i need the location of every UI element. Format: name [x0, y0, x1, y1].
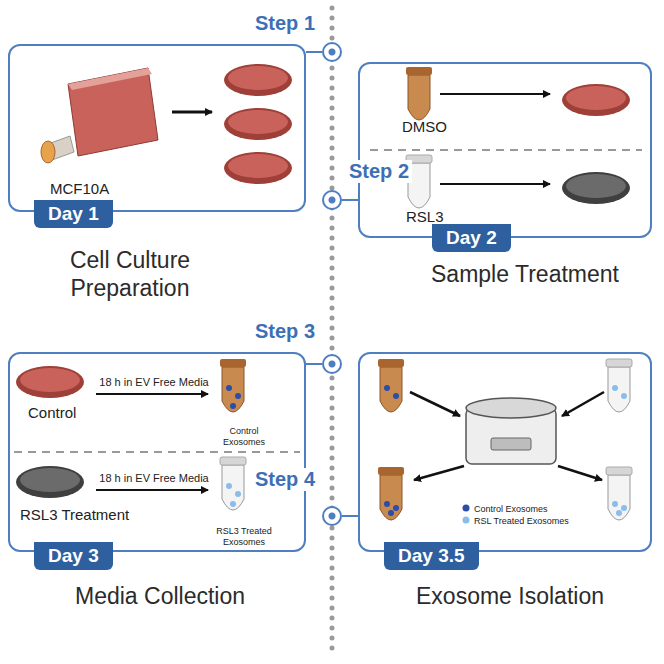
day-tab: Day 3.5 [384, 542, 479, 570]
stage-panel: Control ExosomesRSL Treated ExosomesDay … [358, 352, 652, 552]
day-tab: Day 2 [432, 224, 511, 252]
stage-panel: MCF10ADay 1Cell Culture Preparation [8, 44, 306, 212]
legend-text: Control Exosomes [474, 504, 548, 515]
dish-label: RSL3 Treatment [20, 506, 129, 523]
tube-label: RSL3 Treated Exosomes [210, 526, 278, 548]
day-tab: Day 3 [34, 542, 113, 570]
step-label: Step 1 [252, 12, 318, 35]
step-label: Step 2 [346, 160, 412, 183]
step-marker: Step 3 [322, 354, 342, 374]
stage-panel: Control18 h in EV Free MediaControl Exos… [8, 352, 306, 552]
tube-label: RSL3 [406, 208, 444, 225]
tube-label: Control Exosomes [214, 426, 274, 448]
tube-label: DMSO [402, 118, 447, 135]
step-connector [306, 363, 322, 365]
stage-panel: DMSORSL3Day 2Sample Treatment [358, 62, 652, 238]
dish-label: Control [28, 404, 76, 421]
step-marker: Step 1 [322, 42, 342, 62]
arrow-label: 18 h in EV Free Media [96, 472, 212, 485]
arrow-label: 18 h in EV Free Media [96, 376, 212, 389]
step-connector [342, 515, 358, 517]
step-caption: Cell Culture Preparation [40, 246, 220, 302]
day-tab: Day 1 [34, 200, 113, 228]
legend-text: RSL Treated Exosomes [474, 516, 569, 527]
step-marker: Step 2 [322, 190, 342, 210]
step-label: Step 3 [252, 320, 318, 343]
step-connector [342, 199, 358, 201]
step-marker: Step 4 [322, 506, 342, 526]
step-caption: Media Collection [50, 582, 270, 610]
step-caption: Sample Treatment [410, 260, 640, 288]
cell-line-label: MCF10A [50, 180, 109, 197]
step-caption: Exosome Isolation [400, 582, 620, 610]
step-connector [306, 51, 322, 53]
step-label: Step 4 [252, 468, 318, 491]
